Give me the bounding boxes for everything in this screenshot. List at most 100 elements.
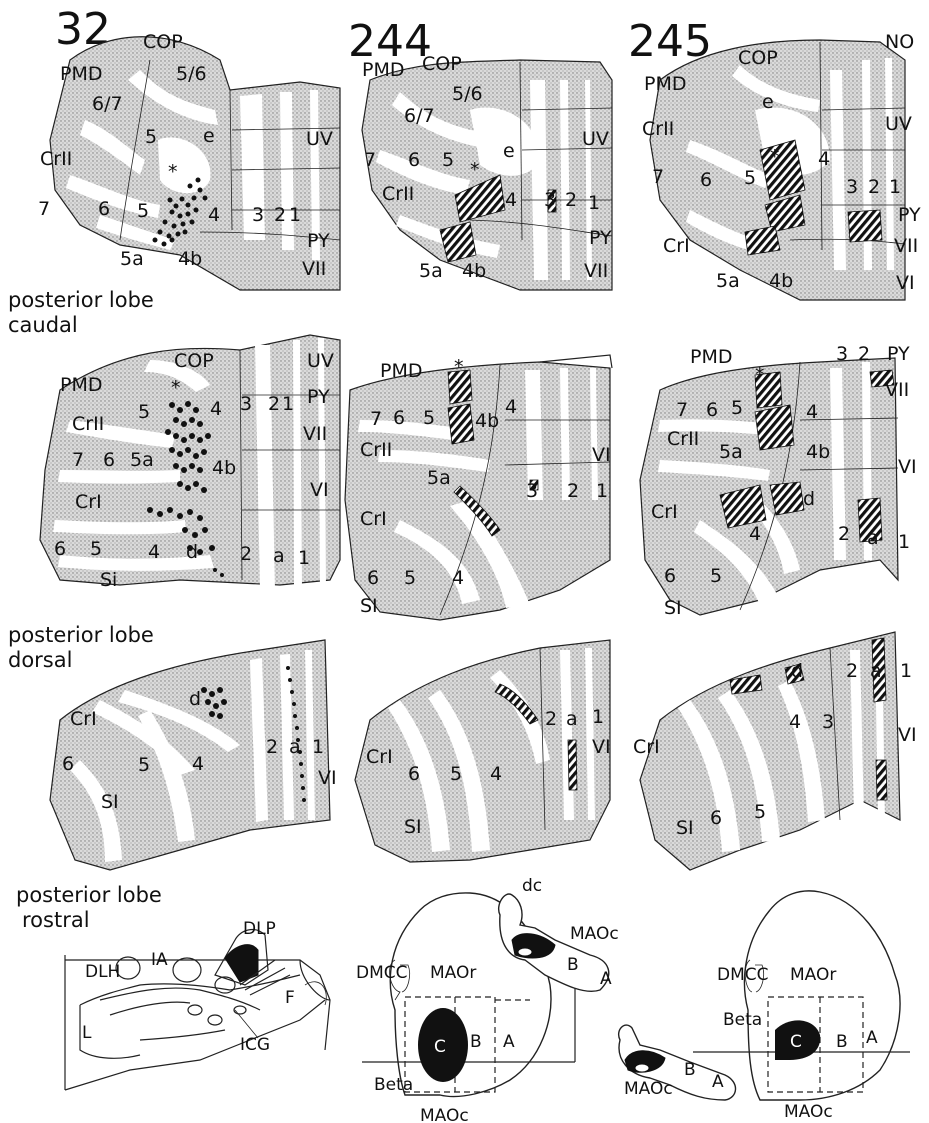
label-5: 5 [145,126,157,148]
panel-244-olive-sections: C DMCC MAOr B A Beta MAOc dc MAOc B A [356,876,619,1123]
label-e: e [203,125,215,147]
label-6: 6 [62,753,74,775]
label-crii: CrII [72,413,104,435]
label-1: 1 [289,204,301,226]
label-si: SI [404,816,422,838]
label-vi: VI [310,479,329,501]
panel-245-dorsal: PMD * 3 2 PY VII 7 6 5 4 CrII 5a 4b VI C… [640,343,917,619]
label-1: 1 [889,176,901,198]
label-e: e [503,140,515,162]
label-b-small: B [567,955,579,975]
panel-245-small-olive: B A MAOc [619,1025,736,1100]
label-dlp: DLP [243,919,276,939]
label-7: 7 [72,449,84,471]
label-icg: ICG [240,1035,270,1055]
label-b: B [684,1060,696,1080]
label-a: A [503,1032,515,1052]
label-vi: VI [592,736,611,758]
panel-245-rostral: d 2 a 1 4 3 VI CrI SI 6 5 [633,632,917,870]
label-crii: CrII [360,439,392,461]
label-no: NO [885,31,914,53]
label-dlh: DLH [85,962,120,982]
row-label-rostral-line2: rostral [22,908,90,932]
label-a: a [289,736,301,758]
label-1: 1 [898,531,910,553]
label-py: PY [307,230,330,252]
label-2: 2 [858,343,870,365]
label-6: 6 [408,763,420,785]
panel-244-caudal: COP PMD 5/6 6/7 UV 7 6 5 * e CrII 4 3 2 … [362,53,612,290]
label-py: PY [589,227,612,249]
label-cri: CrI [75,491,102,513]
label-5b: 5 [137,200,149,222]
label-3: 3 [526,480,538,502]
label-2: 2 [268,393,280,415]
label-6b: 6 [54,538,66,560]
label-dmcc: DMCC [717,965,769,985]
label-1: 1 [282,393,294,415]
label-vii: VII [302,258,326,280]
label-7: 7 [38,198,50,220]
label-7: 7 [370,408,382,430]
label-vi: VI [898,724,917,746]
label-asterisk: * [168,161,178,183]
panel-245-caudal: NO COP PMD e UV CrII * 4 7 6 5 3 2 1 PY … [642,31,921,300]
label-5-6: 5/6 [176,63,207,85]
label-si: SI [676,817,694,839]
label-pmd: PMD [690,346,732,368]
label-d: d [803,488,815,510]
label-asterisk: * [755,364,765,386]
label-6: 6 [408,149,420,171]
label-4: 4 [505,189,517,211]
label-6: 6 [710,807,722,829]
label-beta: Beta [374,1075,413,1095]
label-2: 2 [846,660,858,682]
label-l: L [82,1023,92,1043]
label-5-6: 5/6 [452,83,483,105]
label-a: a [867,527,879,549]
label-4b: 4b [178,248,202,270]
label-a: A [712,1072,724,1092]
label-a: a [870,660,882,682]
label-d: d [189,688,201,710]
label-pmd: PMD [60,374,102,396]
label-si: Si [100,569,117,591]
label-6: 6 [700,169,712,191]
label-4: 4 [210,398,222,420]
label-maoc: MAOc [624,1079,673,1099]
label-crii: CrII [40,148,72,170]
label-crii: CrII [667,428,699,450]
label-vi: VI [898,456,917,478]
label-4b: 4b [212,457,236,479]
label-1: 1 [588,192,600,214]
panel-244-dorsal: PMD * 7 6 5 4b 4 CrII 5a VI 3 2 1 CrI 6 … [345,355,612,620]
label-py: PY [887,343,910,365]
label-4: 4 [806,401,818,423]
label-6: 6 [103,449,115,471]
label-4b-2: 4 [749,523,761,545]
label-4b: 4b [462,260,486,282]
label-5: 5 [731,397,743,419]
panel-32-dorsal: COP UV PMD * 4 3 2 1 PY CrII 5 7 6 5a 4b… [40,335,340,591]
label-cri: CrI [70,708,97,730]
label-pmd: PMD [60,63,102,85]
panel-32-caudal: COP PMD 6/7 5/6 5 e UV CrII * 7 6 5 4 3 … [38,31,340,290]
label-2: 2 [274,204,286,226]
label-beta: Beta [723,1010,762,1030]
label-5a: 5a [427,467,451,489]
label-a: A [866,1028,878,1048]
label-cri: CrI [633,736,660,758]
label-vii: VII [885,379,909,401]
label-2: 2 [868,176,880,198]
panel-32-brainstem-section: DLP DLH IA F L ICG [65,919,330,1090]
label-4b: 4b [806,441,830,463]
label-maoc-bottom: MAOc [420,1106,469,1123]
label-crii: CrII [382,183,414,205]
label-pmd: PMD [380,360,422,382]
label-5b: 5 [404,567,416,589]
label-7: 7 [676,399,688,421]
label-1: 1 [596,480,608,502]
label-3: 3 [846,176,858,198]
label-uv: UV [306,128,333,150]
label-1: 1 [312,736,324,758]
